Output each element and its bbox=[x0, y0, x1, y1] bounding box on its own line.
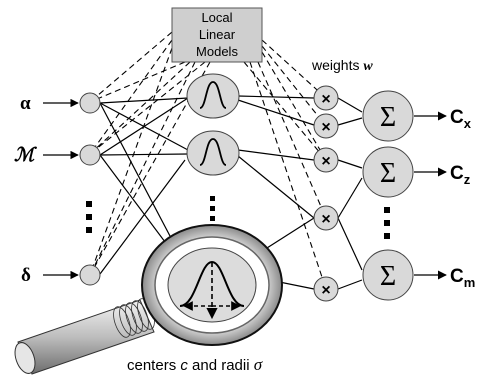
sum-node-z: Σ bbox=[362, 146, 414, 198]
sigma-icon: Σ bbox=[380, 261, 396, 292]
box-line-3: Models bbox=[196, 44, 238, 59]
sigma-icon: Σ bbox=[380, 158, 396, 189]
centers-radii-label: centers c and radii σ bbox=[127, 355, 263, 374]
rbf-node-2 bbox=[186, 130, 240, 176]
multiplier-node: × bbox=[313, 276, 339, 302]
input-label-m: ℳ bbox=[14, 145, 38, 166]
input-label-alpha: α bbox=[20, 93, 31, 114]
times-icon: × bbox=[321, 119, 330, 136]
multiplier-node: × bbox=[313, 205, 339, 231]
box-line-2: Linear bbox=[199, 27, 236, 42]
output-arrows bbox=[414, 111, 447, 280]
sigma-icon: Σ bbox=[380, 102, 396, 133]
sum-nodes: Σ Σ Σ bbox=[362, 90, 414, 301]
magnifier-lens bbox=[141, 224, 283, 346]
sum-node-m: Σ bbox=[362, 249, 414, 301]
multiplier-node: × bbox=[313, 85, 339, 111]
input-node-delta bbox=[79, 264, 101, 286]
ellipsis-dots bbox=[86, 196, 390, 239]
times-icon: × bbox=[321, 153, 330, 170]
input-label-delta: δ bbox=[21, 265, 31, 286]
multiplier-nodes: × × × × × bbox=[313, 85, 339, 302]
times-icon: × bbox=[321, 211, 330, 228]
output-label-cz: Cz bbox=[450, 163, 471, 187]
output-label-cx: Cx bbox=[450, 107, 472, 131]
rbf-node-1 bbox=[186, 73, 240, 119]
multiplier-node: × bbox=[313, 147, 339, 173]
gaussian-curve-icon bbox=[199, 138, 227, 166]
times-icon: × bbox=[321, 282, 330, 299]
box-line-1: Local bbox=[201, 10, 232, 25]
input-node-alpha bbox=[79, 92, 101, 114]
input-arrows bbox=[43, 98, 79, 280]
sum-node-x: Σ bbox=[362, 90, 414, 142]
multiplier-node: × bbox=[313, 113, 339, 139]
times-icon: × bbox=[321, 91, 330, 108]
input-nodes bbox=[79, 92, 101, 286]
local-linear-models-box: Local Linear Models bbox=[171, 7, 263, 63]
input-node-m bbox=[79, 144, 101, 166]
magnifier-handle bbox=[14, 298, 155, 375]
output-label-cm: Cm bbox=[450, 266, 475, 290]
weights-label: weights w bbox=[311, 57, 373, 74]
gaussian-curve-icon bbox=[199, 81, 227, 109]
